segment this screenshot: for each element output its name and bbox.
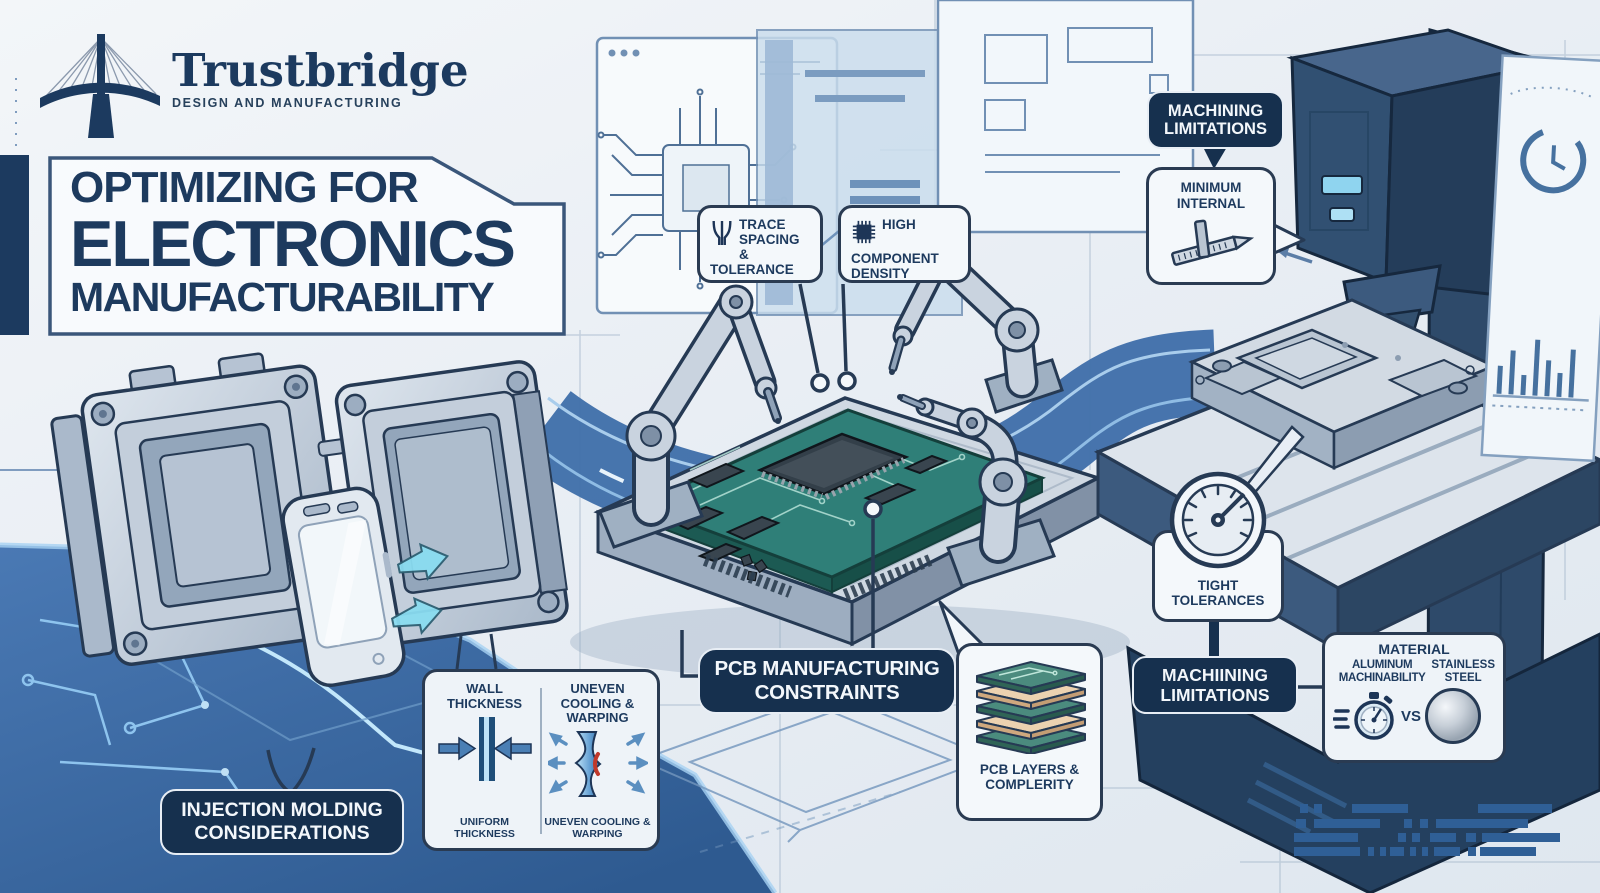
badge-machining-top-label: MACHINING LIMITATIONS [1164,101,1267,138]
warping-column: UNEVEN COOLING & WARPING UNEVEN COOLING … [544,681,651,840]
callout-tight-tolerances-label: TIGHT TOLERANCES [1171,577,1265,609]
callout-trace-spacing-label: TRACE SPACING & TOLERANCE [710,217,800,278]
title-line-1: OPTIMIZING FOR [70,163,419,212]
right-data-panel [1480,54,1600,463]
callout-minimum-internal-label: MINIMUM INTERNAL [1176,180,1246,211]
phone-case [281,486,406,688]
brand-text: Trustbridge DESIGN AND MANUFACTURING [172,48,469,110]
vs-label: VS [1401,707,1422,725]
warping-diagram [547,730,648,797]
stainless-label: STAINLESS STEEL [1431,659,1495,684]
badge-machining-limitations-bottom[interactable]: MACHIINING LIMITATIONS [1132,656,1298,714]
material-labels: ALUMINUM MACHINABILITY STAINLESS STEEL [1333,659,1495,684]
trace-spacing-icon [710,218,734,251]
title-line-2: ELECTRONICS [70,206,516,280]
bridge-logo-icon [40,34,160,138]
brand-tagline: DESIGN AND MANUFACTURING [172,96,403,110]
callout-trace-spacing[interactable]: TRACE SPACING & TOLERANCE [697,205,823,283]
morse-dashes [1246,761,1560,856]
brand-logo: Trustbridge DESIGN AND MANUFACTURING [38,30,469,142]
callout-pcb-layers-label: PCB LAYERS & COMPLERITY [979,761,1080,793]
robot-arm-left [598,284,782,549]
page-title: OPTIMIZING FOR ELECTRONICS MANUFACTURABI… [70,163,516,320]
chip-icon [851,218,877,249]
mold-flow-arrows [390,542,450,635]
gauge-icon [1169,425,1305,569]
caliper-icon [1171,219,1255,266]
wall-thickness-title: WALL THICKNESS [446,681,523,711]
uniform-wall-diagram [437,717,532,782]
callout-component-density-label: HIGH COMPONENT DENSITY [851,217,939,282]
title-box-frame [48,156,566,336]
badge-pcb-constraints-label: PCB MANUFACTURING CONSTRAINTS [714,656,940,704]
stopwatch-icon [1333,692,1394,741]
material-panel-title: MATERIAL [1378,641,1450,657]
wall-thickness-column: WALL THICKNESS UNIFORM THICKNESS [431,681,538,840]
title-line-3: MANUFACTURABILITY [70,273,495,320]
callout-minimum-internal[interactable]: MINIMUM INTERNAL [1146,167,1276,285]
brand-name: Trustbridge [172,44,469,97]
callout-connectors [266,147,1322,793]
badge-machining-bottom-label: MACHIINING LIMITATIONS [1160,664,1270,705]
wall-thickness-caption: UNIFORM THICKNESS [454,815,515,840]
badge-injection-molding-label: INJECTION MOLDING CONSIDERATIONS [181,798,383,844]
main-title-box: OPTIMIZING FOR ELECTRONICS MANUFACTURABI… [40,148,572,344]
title-accent-bar [0,155,29,335]
panel-divider [540,688,542,834]
badge-injection-molding[interactable]: INJECTION MOLDING CONSIDERATIONS [160,789,404,855]
mold-half-right [317,360,569,647]
robot-arm-bottom-right [897,394,1056,588]
warping-caption: UNEVEN COOLING & WARPING [544,815,651,840]
callout-pcb-layers[interactable]: PCB LAYERS & COMPLERITY [956,643,1103,821]
badge-machining-limitations-top[interactable]: MACHINING LIMITATIONS [1147,91,1284,149]
material-panel[interactable]: MATERIAL ALUMINUM MACHINABILITY STAINLES… [1322,632,1506,763]
badge-pcb-constraints[interactable]: PCB MANUFACTURING CONSTRAINTS [698,648,956,714]
steel-disc-icon [1425,688,1482,745]
layers-icon [975,661,1086,755]
warping-title: UNEVEN COOLING & WARPING [560,681,635,726]
material-compare-row: VS [1333,688,1495,745]
callout-component-density[interactable]: HIGH COMPONENT DENSITY [838,205,971,283]
aluminum-label: ALUMINUM MACHINABILITY [1338,659,1426,684]
molding-panel[interactable]: WALL THICKNESS UNIFORM THICKNESS UNEVEN … [422,669,660,851]
